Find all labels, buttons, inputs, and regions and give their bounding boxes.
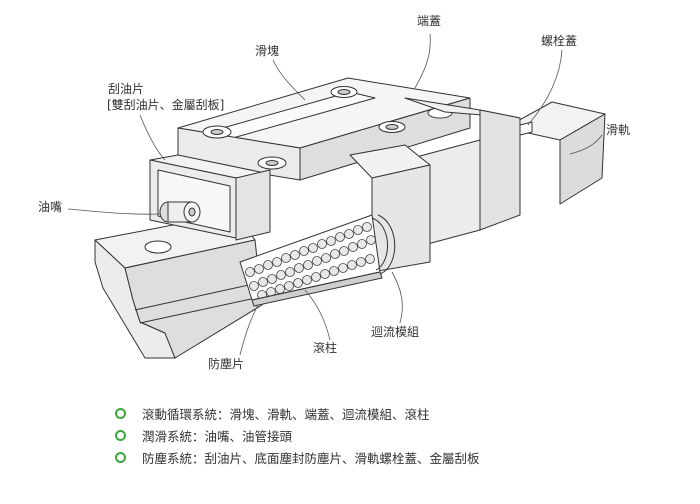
label-scraper: 刮油片 bbox=[108, 82, 145, 96]
leader-end-cap bbox=[414, 33, 431, 89]
leader-grease-nipple bbox=[67, 208, 161, 215]
legend-text: 防塵系統：刮油片、底面塵封防塵片、滑軌螺栓蓋、金屬刮板 bbox=[142, 450, 480, 466]
rollers bbox=[245, 222, 376, 300]
retainer-face bbox=[235, 169, 271, 241]
legend-text: 滾動循環系統：滑塊、滑軌、端蓋、迴流模組、滾柱 bbox=[142, 406, 430, 422]
return-loop bbox=[371, 217, 389, 271]
legend-item: 潤滑系統：油嘴、油管接頭 bbox=[110, 424, 670, 446]
label-grease-nipple: 油嘴 bbox=[38, 200, 63, 214]
leader-bolt-cap bbox=[527, 49, 563, 126]
label-dust-seal: 防塵片 bbox=[208, 357, 245, 371]
module-side bbox=[371, 164, 431, 273]
green-ring-bullet-icon bbox=[115, 407, 126, 419]
leader-slide-block bbox=[272, 59, 306, 101]
leader-lines bbox=[67, 33, 603, 356]
leader-rail bbox=[569, 134, 603, 155]
block-side-right bbox=[299, 97, 471, 181]
leader-dust-seal bbox=[239, 304, 259, 356]
rail-side-left bbox=[124, 239, 263, 359]
leader-recirculation bbox=[391, 271, 403, 324]
legend-item: 防塵系統：刮油片、底面塵封防塵片、滑軌螺栓蓋、金屬刮板 bbox=[110, 446, 670, 468]
dust-seal-strip bbox=[251, 271, 383, 307]
label-end-cap: 端蓋 bbox=[417, 14, 442, 28]
green-ring-bullet-icon bbox=[115, 429, 126, 441]
rail-groove-2 bbox=[139, 296, 261, 324]
legend-text: 潤滑系統：油嘴、油管接頭 bbox=[142, 428, 293, 444]
label-bolt-cap: 螺栓蓋 bbox=[541, 34, 578, 48]
end-cap-face bbox=[479, 109, 521, 231]
grease-nipple bbox=[159, 201, 201, 223]
green-ring-bullet-icon bbox=[115, 451, 126, 463]
rail-side-right bbox=[559, 113, 606, 205]
system-legend: 滾動循環系統：滑塊、滑軌、端蓋、迴流模組、滾柱 潤滑系統：油嘴、油管接頭 防塵系… bbox=[110, 402, 670, 468]
label-roller: 滾柱 bbox=[313, 341, 338, 355]
label-slide-block: 滑塊 bbox=[255, 44, 280, 58]
label-scraper-sub: [雙刮油片、金屬刮板] bbox=[107, 98, 225, 112]
rail-groove bbox=[134, 282, 259, 311]
label-recirculation-module: 迴流模組 bbox=[371, 325, 420, 339]
legend-item: 滾動循環系統：滑塊、滑軌、端蓋、迴流模組、滾柱 bbox=[110, 402, 670, 424]
label-rail: 滑軌 bbox=[606, 123, 631, 137]
rail-bolt-hole bbox=[144, 240, 172, 254]
bolt-cap bbox=[519, 121, 533, 136]
leader-scraper bbox=[139, 114, 166, 161]
leader-roller bbox=[304, 289, 331, 341]
